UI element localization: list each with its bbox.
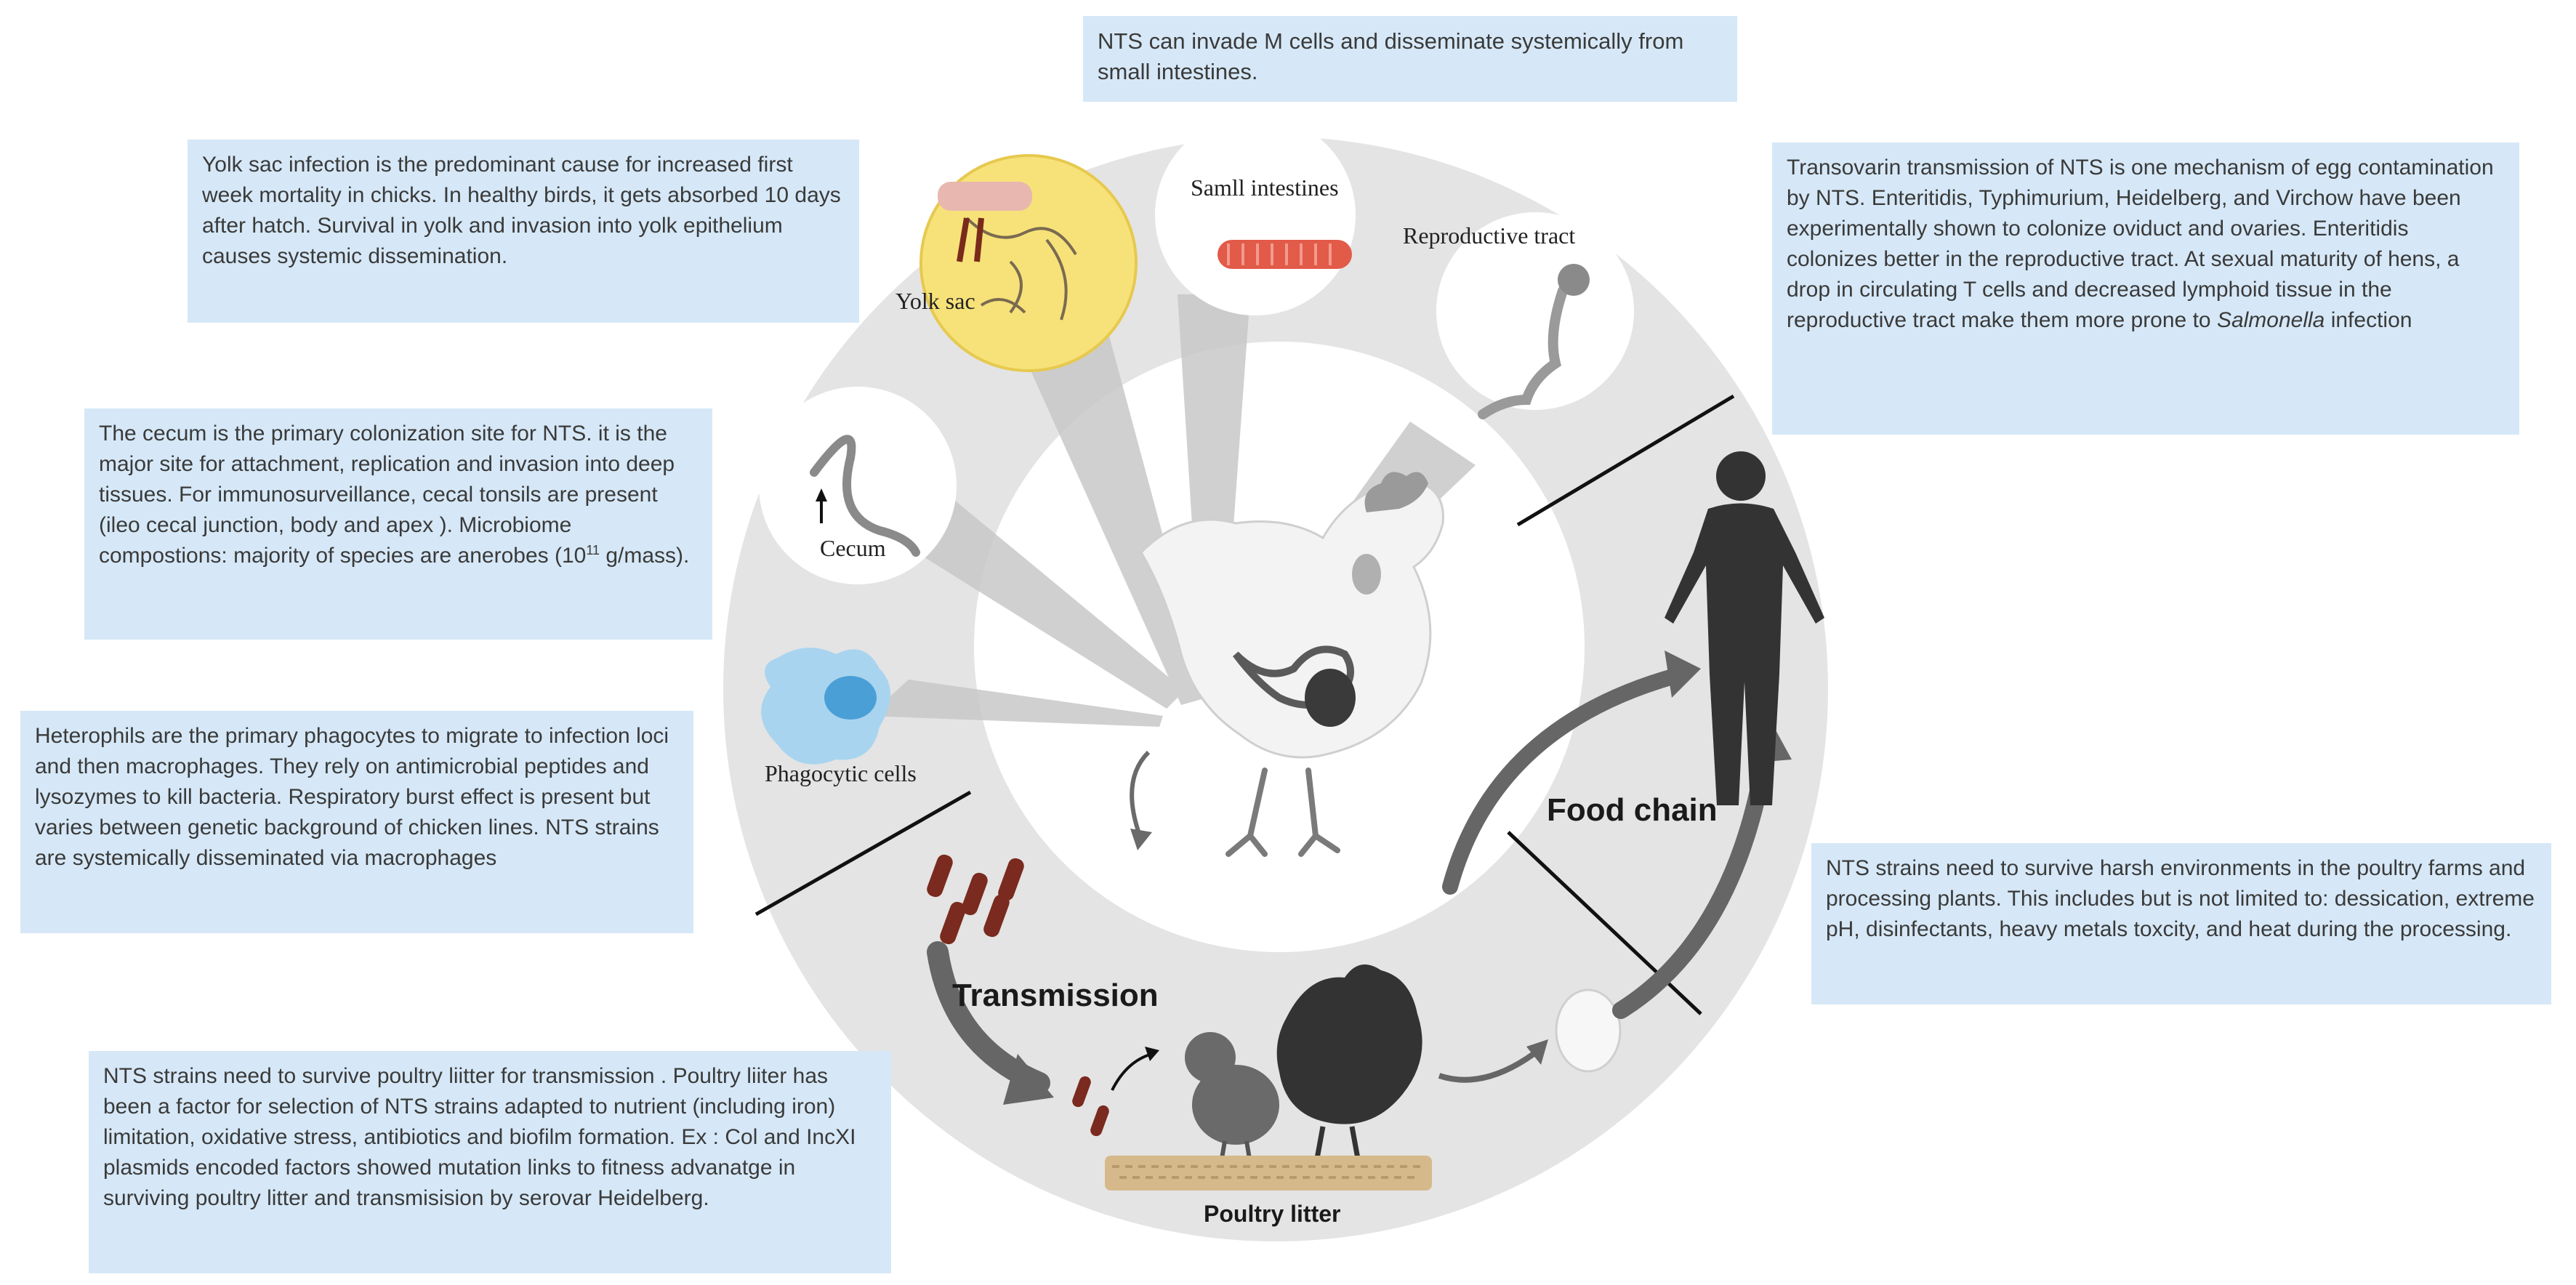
arrow-hen-to-egg [1438,1051,1536,1083]
human-icon [1665,451,1824,805]
info-box-heterophils: Heterophils are the primary phagocytes t… [20,711,693,933]
info-text-yolk-sac: Yolk sac infection is the predominant ca… [202,153,841,268]
chick-icon [1185,1032,1279,1164]
small-intestine-icon [1155,115,1356,315]
bacteria-icon [927,854,1024,945]
info-box-environment: NTS strains need to survive harsh enviro… [1811,843,2551,1004]
info-box-yolk-sac: Yolk sac infection is the predominant ca… [188,140,859,323]
info-text-salmonella: Salmonella [2216,308,2325,332]
arrow-chicken-to-bacteria [1130,750,1151,841]
divider-top-right [1516,394,1735,527]
info-box-small-intestine: NTS can invade M cells and disseminate s… [1083,16,1737,102]
label-yolk-sac: Yolk sac [895,288,975,314]
info-text-cecum-end: g/mass). [600,544,690,568]
info-text-small-intestine: NTS can invade M cells and disseminate s… [1098,28,1684,84]
info-box-cecum: The cecum is the primary colonization si… [84,408,712,640]
info-box-poultry-litter: NTS strains need to survive poultry liit… [89,1051,891,1273]
litter-bacteria-icon [1072,1076,1109,1137]
label-food-chain: Food chain [1547,792,1718,828]
reproductive-tract-icon [1436,212,1634,419]
info-text-poultry-litter: NTS strains need to survive poultry liit… [103,1064,856,1210]
info-text-environment: NTS strains need to survive harsh enviro… [1826,856,2535,941]
label-transmission: Transmission [952,978,1159,1013]
info-box-transovarian: Transovarin transmission of NTS is one m… [1772,142,2519,435]
label-poultry-litter: Poultry litter [1204,1201,1341,1227]
egg-icon [1555,988,1622,1073]
label-cecum: Cecum [820,535,886,561]
label-small-intestines: Samll intestines [1191,174,1339,201]
yolk-sac-icon [919,154,1138,372]
label-reproductive-tract: Reproductive tract [1403,222,1576,249]
arrow-chicken-to-human [1442,668,1683,895]
litter-bed-icon [1105,1156,1432,1191]
info-text-heterophils: Heterophils are the primary phagocytes t… [35,724,669,870]
litter-arrow [1111,1052,1153,1091]
info-text-cecum-exponent: 11 [586,543,600,557]
label-phagocytic-cells: Phagocytic cells [765,760,917,786]
info-text-transovarian-end: infection [2325,308,2412,332]
rooster-icon [1140,472,1444,857]
cecum-icon [759,387,957,584]
info-text-transovarian: Transovarin transmission of NTS is one m… [1787,156,2494,332]
phagocyte-icon [761,648,890,765]
divider-left [754,790,972,917]
info-text-cecum: The cecum is the primary colonization si… [99,422,675,568]
